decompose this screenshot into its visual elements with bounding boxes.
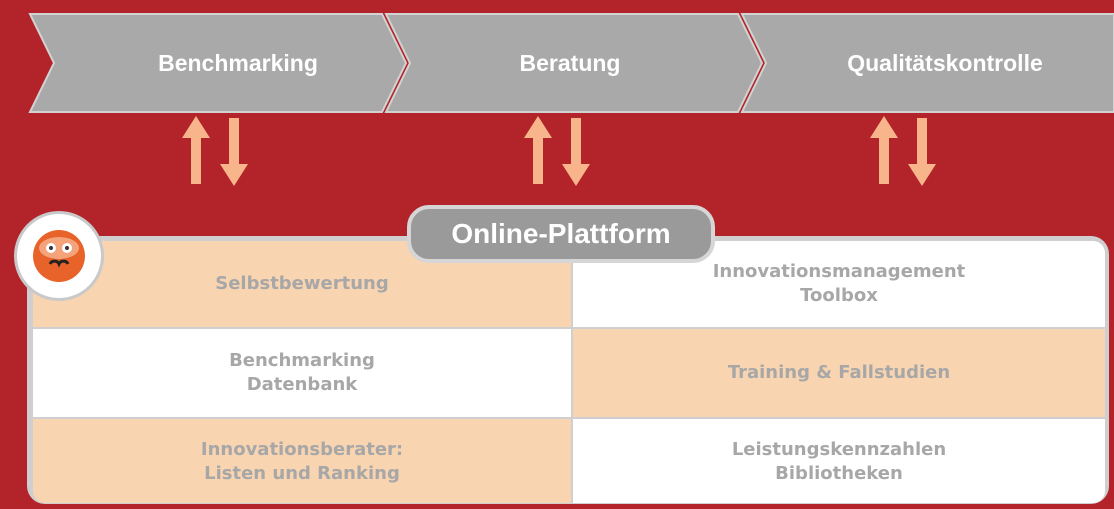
step-label-beratung: Beratung: [519, 49, 621, 76]
chevron-benchmarking: [28, 13, 408, 113]
up-arrow-icon: [870, 116, 898, 184]
up-arrow-icon: [524, 116, 552, 184]
mascot-badge: [14, 211, 104, 301]
mascot-icon: [33, 230, 85, 282]
exchange-arrows-2: [524, 116, 590, 186]
cell-leistungskennzahlen: Leistungskennzahlen Bibliotheken: [573, 419, 1105, 503]
exchange-arrows-3: [870, 116, 936, 186]
chevron-beratung: [384, 13, 764, 113]
exchange-arrows-1: [182, 116, 248, 186]
chevron-band: [28, 13, 1114, 113]
down-arrow-icon: [220, 118, 248, 186]
cell-benchmarking-datenbank: Benchmarking Datenbank: [33, 329, 571, 417]
chevron-qualitaetskontrolle: [740, 13, 1114, 113]
down-arrow-icon: [908, 118, 936, 186]
down-arrow-icon: [562, 118, 590, 186]
up-arrow-icon: [182, 116, 210, 184]
step-label-benchmarking: Benchmarking: [158, 49, 318, 76]
step-label-qualitaetskontrolle: Qualitätskontrolle: [847, 49, 1043, 76]
cell-innovationsberater: Innovationsberater: Listen und Ranking: [33, 419, 571, 503]
platform-title: Online-Plattform: [407, 205, 715, 263]
cell-training-fallstudien: Training & Fallstudien: [573, 329, 1105, 417]
platform-grid: Selbstbewertung Innovationsmanagement To…: [33, 241, 1105, 503]
